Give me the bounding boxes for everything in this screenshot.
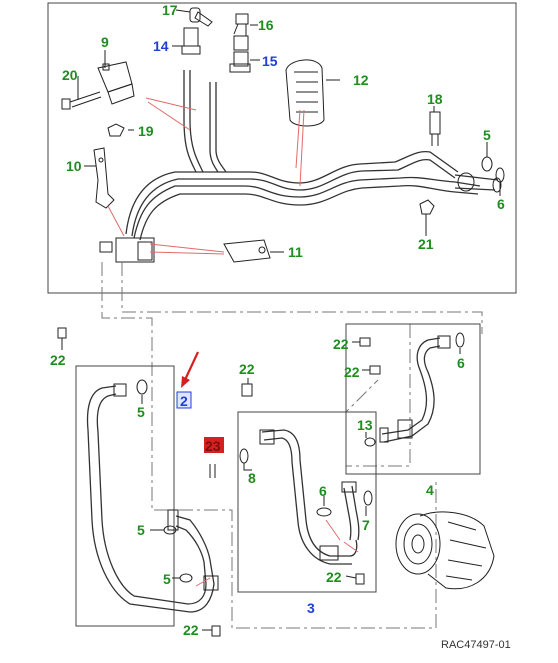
part-2-hose-assembly[interactable] — [86, 383, 219, 613]
callout-19: 19 — [138, 123, 154, 139]
callout-18: 18 — [427, 91, 443, 107]
callout-2-box[interactable] — [176, 391, 192, 409]
main-pipe-assembly — [125, 70, 502, 241]
callout-21: 21 — [418, 236, 434, 252]
part-15-valve[interactable] — [229, 51, 251, 73]
leader-lines-red-top — [107, 97, 305, 255]
top-assembly-frame — [47, 2, 517, 294]
callout-15: 15 — [262, 53, 278, 69]
part-22-clip-top-left[interactable] — [57, 327, 67, 339]
diagram-reference-code: RAC47497-01 — [441, 639, 511, 651]
part-11-bracket[interactable] — [223, 239, 271, 263]
callout-labels: 17 16 14 15 9 20 12 18 5 19 10 6 21 11 2… — [50, 2, 505, 638]
callout-6b: 6 — [457, 355, 465, 371]
part-12-insulator[interactable] — [285, 59, 325, 127]
callout-9: 9 — [101, 34, 109, 50]
callout-23: 23 — [205, 438, 221, 454]
callout-10: 10 — [66, 158, 82, 174]
part-17-sensor[interactable] — [181, 7, 213, 55]
callout-5d: 5 — [163, 571, 171, 587]
part-21-nut[interactable] — [419, 199, 435, 215]
part-22-clip-bottom-left[interactable] — [211, 625, 221, 637]
part-19-clip[interactable] — [107, 123, 125, 137]
part-9-pressure-sensor[interactable] — [97, 61, 135, 105]
part-20-bolt[interactable] — [61, 91, 102, 110]
callout-20: 20 — [62, 67, 78, 83]
part-22-clip-middle-top[interactable] — [241, 383, 253, 397]
part-23-stud[interactable] — [209, 464, 216, 478]
callout-6a: 6 — [497, 196, 505, 212]
part-22-clip-middle-bottom[interactable] — [355, 573, 365, 585]
callout-11: 11 — [288, 244, 303, 260]
frame-part-2 — [75, 365, 175, 627]
callout-2: 2 — [180, 393, 188, 409]
callout-5b: 5 — [137, 404, 145, 420]
part-4-orings[interactable] — [364, 332, 465, 447]
part-16-sensor[interactable] — [233, 13, 249, 51]
callout-4: 4 — [426, 482, 434, 498]
dashed-connectors — [101, 262, 483, 629]
callout-13: 13 — [357, 417, 373, 433]
callout-22d: 22 — [344, 364, 360, 380]
callout-5a: 5 — [483, 127, 491, 143]
callout-12: 12 — [353, 72, 369, 88]
callout-17: 17 — [162, 2, 178, 18]
part-2-orings[interactable] — [136, 379, 193, 583]
leader-lines-right — [352, 341, 461, 438]
highlight-arrow — [181, 351, 199, 388]
leader-lines-top — [77, 9, 501, 253]
leader-lines-middle — [243, 378, 367, 579]
compressor-illustration — [395, 511, 495, 590]
part-10-bracket[interactable] — [93, 147, 115, 209]
callout-22b: 22 — [239, 361, 255, 377]
callout-22f: 22 — [183, 622, 199, 638]
part-18-sensor[interactable] — [429, 111, 441, 146]
callout-22a: 22 — [50, 352, 66, 368]
frame-part-4 — [345, 323, 481, 475]
callout-5c: 5 — [137, 522, 145, 538]
callout-16: 16 — [258, 17, 274, 33]
callout-3: 3 — [307, 600, 315, 616]
callout-14: 14 — [153, 38, 169, 54]
callout-8: 8 — [248, 470, 256, 486]
leader-lines-left — [61, 338, 212, 631]
callout-7: 7 — [362, 517, 370, 533]
callout-22c: 22 — [333, 336, 349, 352]
frame-part-3 — [237, 411, 377, 593]
part-22-clip-right-a[interactable] — [359, 337, 371, 347]
callout-23-box[interactable] — [204, 437, 224, 453]
part-4-hose-assembly[interactable] — [379, 335, 451, 443]
callout-6c: 6 — [319, 483, 327, 499]
manifold-block — [99, 237, 155, 263]
part-3-hose-assembly[interactable] — [259, 429, 360, 565]
part-5-oring-top[interactable] — [481, 156, 493, 172]
part-22-clip-right-b[interactable] — [369, 365, 381, 375]
callout-22e: 22 — [326, 569, 342, 585]
